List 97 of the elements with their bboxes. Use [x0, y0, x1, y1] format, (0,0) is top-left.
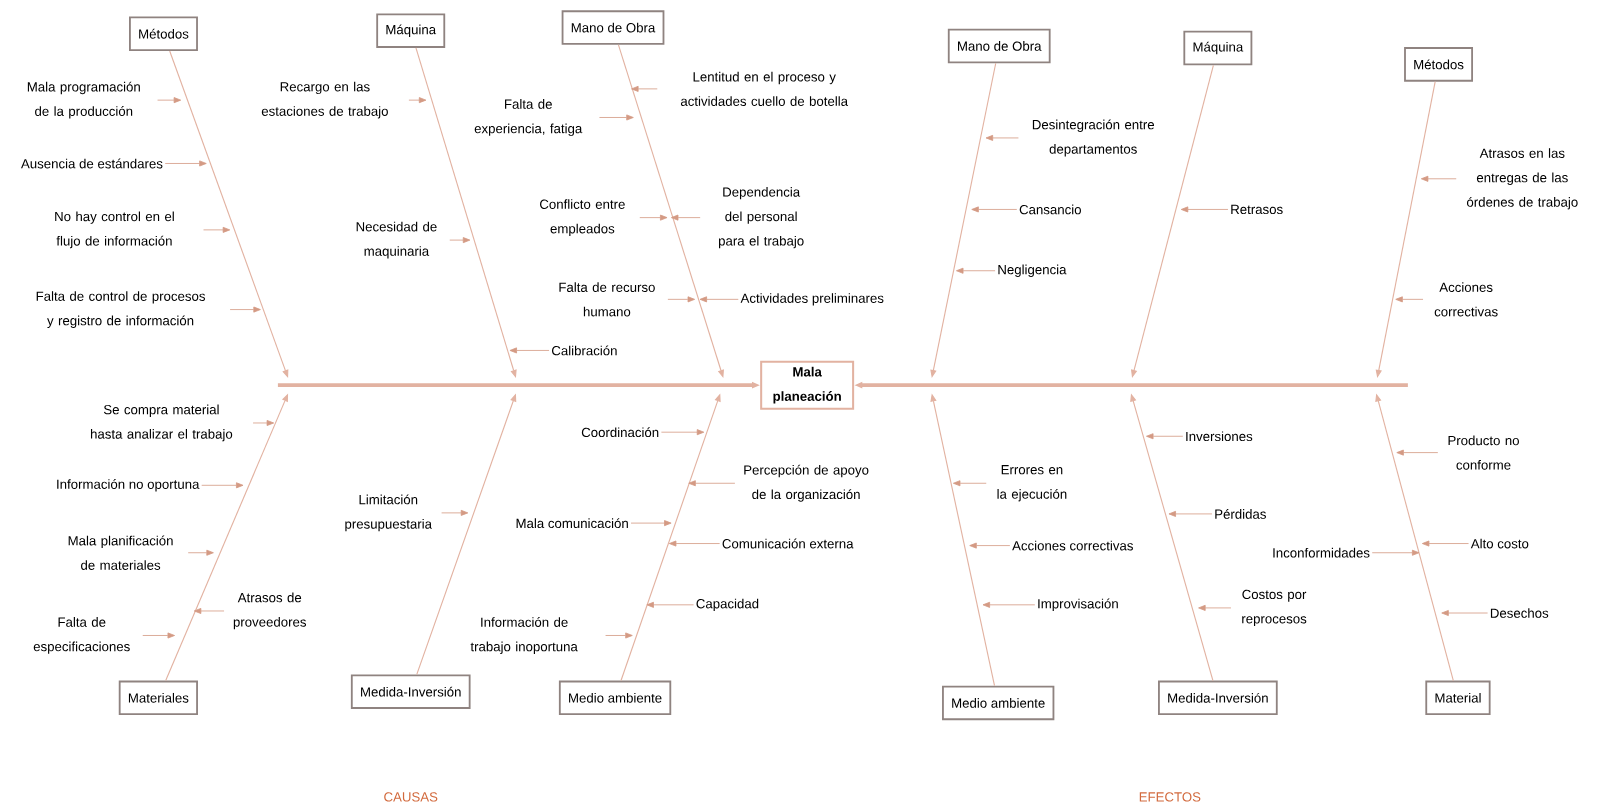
- cause-label: Desechos: [1490, 608, 1549, 618]
- arrow: [229, 306, 261, 313]
- arrow: [142, 632, 175, 639]
- arrow: [187, 549, 214, 556]
- cause-label: Información de trabajo inoportuna: [470, 616, 578, 654]
- cause-label: Necesidad de maquinaria: [356, 221, 437, 259]
- arrow: [1371, 549, 1420, 556]
- arrow: [164, 160, 207, 167]
- category-box: Medio ambiente: [942, 685, 1055, 721]
- section-label: CAUSAS: [384, 792, 438, 802]
- category-box: Mano de Obra: [947, 28, 1051, 64]
- cause-label: Atrasos en las entregas de las órdenes de trabajo: [1467, 148, 1578, 210]
- arrow: [971, 206, 1018, 213]
- arrow: [441, 509, 469, 516]
- arrow: [449, 237, 471, 243]
- cause-label: Comunicación externa: [722, 538, 854, 549]
- arrow: [203, 226, 231, 233]
- cause-label: Lentitud en el proceso y actividades cuello de botella: [680, 71, 849, 106]
- cause-label: Acciones correctivas: [1434, 282, 1498, 317]
- cause-label: Alto costo: [1470, 538, 1529, 549]
- cause-label: Información no oportuna: [57, 478, 200, 492]
- arrow: [630, 520, 672, 526]
- category-box: Medida-Inversión: [1158, 680, 1278, 715]
- cause-label: Se compra material hasta analizar el trabajo: [91, 404, 233, 442]
- category-box: Métodos: [129, 16, 198, 51]
- cause-label: Mala planificación de materiales: [68, 535, 173, 570]
- arrow: [193, 607, 225, 614]
- cause-label: Inversiones: [1186, 431, 1253, 441]
- arrow: [1395, 296, 1424, 303]
- section-label: EFECTOS: [1139, 792, 1201, 802]
- arrow: [1441, 609, 1488, 616]
- category-box: Métodos: [1404, 47, 1473, 82]
- arrow: [969, 542, 1011, 549]
- problem-box: Mala planeación: [760, 360, 855, 410]
- cause-label: No hay control en el flujo de información: [55, 211, 174, 249]
- arrow: [661, 429, 705, 436]
- arrow: [1396, 449, 1439, 456]
- arrow: [509, 347, 550, 354]
- arrow: [699, 296, 739, 303]
- arrow: [646, 601, 694, 608]
- arrow: [157, 97, 182, 103]
- arrow: [952, 480, 987, 487]
- cause-label: Ausencia de estándares: [21, 158, 163, 169]
- arrow: [1198, 604, 1232, 611]
- cause-label: Desintegración entre departamentos: [1032, 119, 1154, 157]
- arrow: [605, 632, 633, 639]
- cause-label: Limitación presupuestaria: [345, 494, 432, 532]
- category-box: Medida-Inversión: [350, 674, 471, 709]
- cause-label: Capacidad: [696, 598, 759, 611]
- cause-label: Improvisación: [1038, 598, 1118, 611]
- cause-label: Errores en la ejecución: [997, 465, 1067, 502]
- cause-label: Conflicto entre empleados: [540, 199, 625, 236]
- arrow: [982, 601, 1036, 608]
- arrow: [688, 480, 736, 487]
- arrow: [1180, 206, 1229, 213]
- arrow: [639, 214, 668, 221]
- cause-label: Inconformidades: [1273, 547, 1370, 558]
- arrow: [985, 134, 1019, 141]
- arrow: [252, 419, 275, 426]
- cause-label: Acciones correctivas: [1012, 540, 1133, 551]
- cause-label: Mala programación de la producción: [27, 81, 140, 119]
- cause-label: Pérdidas: [1215, 508, 1266, 519]
- cause-label: Percepción de apoyo de la organización: [744, 464, 869, 502]
- cause-label: Calibración: [552, 345, 617, 356]
- cause-label: Retrasos: [1231, 204, 1283, 214]
- cause-label: Cansancio: [1019, 204, 1081, 215]
- arrow: [201, 482, 244, 489]
- cause-label: Falta de especificaciones: [33, 617, 130, 654]
- cause-label: Mala comunicación: [516, 518, 628, 528]
- arrow: [1420, 175, 1457, 182]
- arrow: [671, 214, 701, 221]
- category-box: Máquina: [1183, 30, 1253, 66]
- cause-label: Producto no conforme: [1448, 435, 1519, 470]
- arrow: [1146, 433, 1184, 440]
- cause-label: Costos por reprocesos: [1242, 589, 1307, 626]
- category-box: Materiales: [118, 680, 198, 715]
- cause-label: Dependencia del personal para el trabajo: [719, 186, 804, 249]
- cause-label: Falta de recurso humano: [559, 282, 655, 317]
- arrow: [667, 296, 696, 303]
- cause-label: Falta de control de procesos y registro de información: [36, 291, 205, 328]
- arrow: [668, 540, 721, 547]
- arrow: [631, 85, 658, 92]
- arrow: [1168, 510, 1213, 517]
- arrow: [1421, 540, 1469, 547]
- cause-label: Recargo en las estaciones de trabajo: [261, 81, 388, 119]
- cause-label: Coordinación: [581, 427, 659, 437]
- cause-label: Actividades preliminares: [740, 293, 884, 306]
- arrow: [956, 267, 996, 274]
- category-box: Mano de Obra: [561, 10, 665, 45]
- category-box: Material: [1425, 680, 1491, 715]
- cause-label: Negligencia: [998, 264, 1067, 277]
- cause-label: Atrasos de proveedores: [233, 592, 307, 630]
- arrow: [408, 97, 427, 103]
- cause-label: Falta de experiencia, fatiga: [474, 99, 583, 136]
- arrow: [599, 114, 634, 121]
- category-box: Máquina: [376, 13, 446, 48]
- category-box: Medio ambiente: [558, 680, 672, 715]
